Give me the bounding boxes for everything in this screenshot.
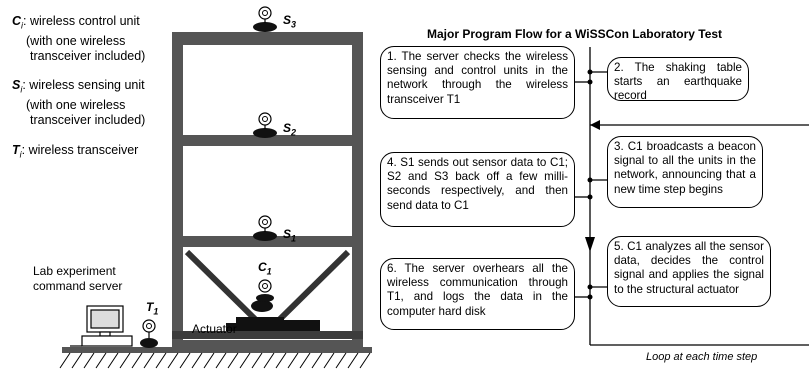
legend-ci-symbol: C [12, 14, 22, 28]
s1-label: S1 [283, 227, 296, 243]
flow-step-6: 6. The server overhears all the wireless… [380, 258, 575, 330]
legend-si-text: : wireless sensing unit [22, 78, 145, 92]
flow-arrowheads [585, 120, 600, 252]
c1-sub: 1 [266, 266, 272, 277]
shaking-table-base [172, 331, 363, 339]
wireless-transceiver-t1 [140, 319, 158, 348]
wireless-unit-s1 [253, 215, 277, 241]
legend-ci-sub: i [21, 20, 24, 31]
legend-si: Si: wireless sensing unit (with one wire… [12, 78, 145, 128]
legend-si-sub: i [20, 84, 23, 95]
t1-symbol: T [146, 300, 154, 314]
wireless-unit-c1 [256, 279, 274, 302]
s2-sub: 2 [291, 127, 297, 138]
s2-symbol: S [283, 121, 292, 135]
legend-si-note1: (with one wireless [26, 97, 126, 112]
wireless-unit-s2 [253, 112, 277, 138]
ground-line [62, 347, 372, 353]
legend-ci: Ci: wireless control unit (with one wire… [12, 14, 145, 64]
legend-ti-symbol: T [12, 143, 20, 157]
legend-ti-sub: i [19, 149, 22, 160]
legend-ci-note2: transceiver included) [30, 48, 146, 63]
t1-sub: 1 [153, 306, 159, 317]
s3-label: S3 [283, 13, 296, 29]
s3-sub: 3 [291, 19, 297, 30]
flow-step-3: 3. C1 broadcasts a beacon signal to all … [607, 136, 763, 208]
flow-step-5: 5. C1 analyzes all the sensor data, deci… [607, 236, 771, 307]
flow-title: Major Program Flow for a WiSSCon Laborat… [427, 27, 723, 41]
actuator [226, 300, 320, 331]
server-label-line2: command server [33, 279, 123, 293]
legend-si-note2: transceiver included) [30, 112, 146, 127]
legend-ti: Ti: wireless transceiver [12, 143, 138, 163]
flow-step-1: 1. The server checks the wireless sensin… [380, 46, 575, 119]
c1-symbol: C [258, 260, 267, 274]
loop-label: Loop at each time step [646, 351, 758, 363]
legend-ci-text: : wireless control unit [23, 14, 140, 28]
computer-icon [70, 305, 133, 347]
actuator-label: Actuator [192, 322, 237, 336]
bracing [184, 249, 351, 325]
legend-si-symbol: S [12, 78, 21, 92]
legend-ci-note1: (with one wireless [26, 33, 126, 48]
server-label: Lab experiment command server [33, 264, 122, 294]
c1-label: C1 [258, 260, 272, 276]
s3-symbol: S [283, 13, 292, 27]
flow-junction-dots [587, 69, 593, 300]
server-label-line1: Lab experiment [33, 264, 116, 278]
wireless-unit-s3 [253, 6, 277, 32]
s2-label: S2 [283, 121, 296, 137]
s1-symbol: S [283, 227, 292, 241]
flow-step-2: 2. The shaking table starts an earthquak… [607, 57, 749, 102]
t1-label: T1 [146, 300, 158, 316]
s1-sub: 1 [291, 233, 297, 244]
building-frame [172, 32, 363, 347]
flow-step-4: 4. S1 sends out sensor data to C1; S2 an… [380, 152, 575, 227]
legend-ti-text: : wireless transceiver [21, 143, 139, 157]
ground-hatching [59, 352, 371, 369]
